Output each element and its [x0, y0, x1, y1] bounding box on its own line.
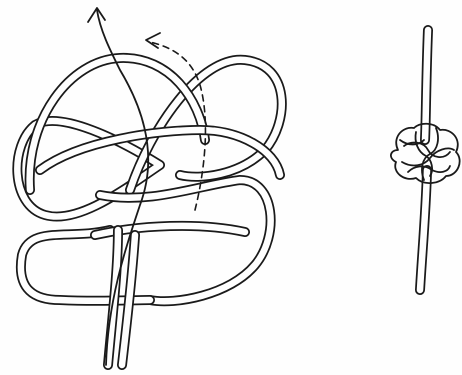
tightened-knot [391, 30, 460, 290]
cord-loop-lower-right [100, 180, 271, 301]
arrowhead-up [88, 8, 105, 22]
arrowhead-left [146, 33, 160, 48]
loose-knot [17, 8, 281, 365]
